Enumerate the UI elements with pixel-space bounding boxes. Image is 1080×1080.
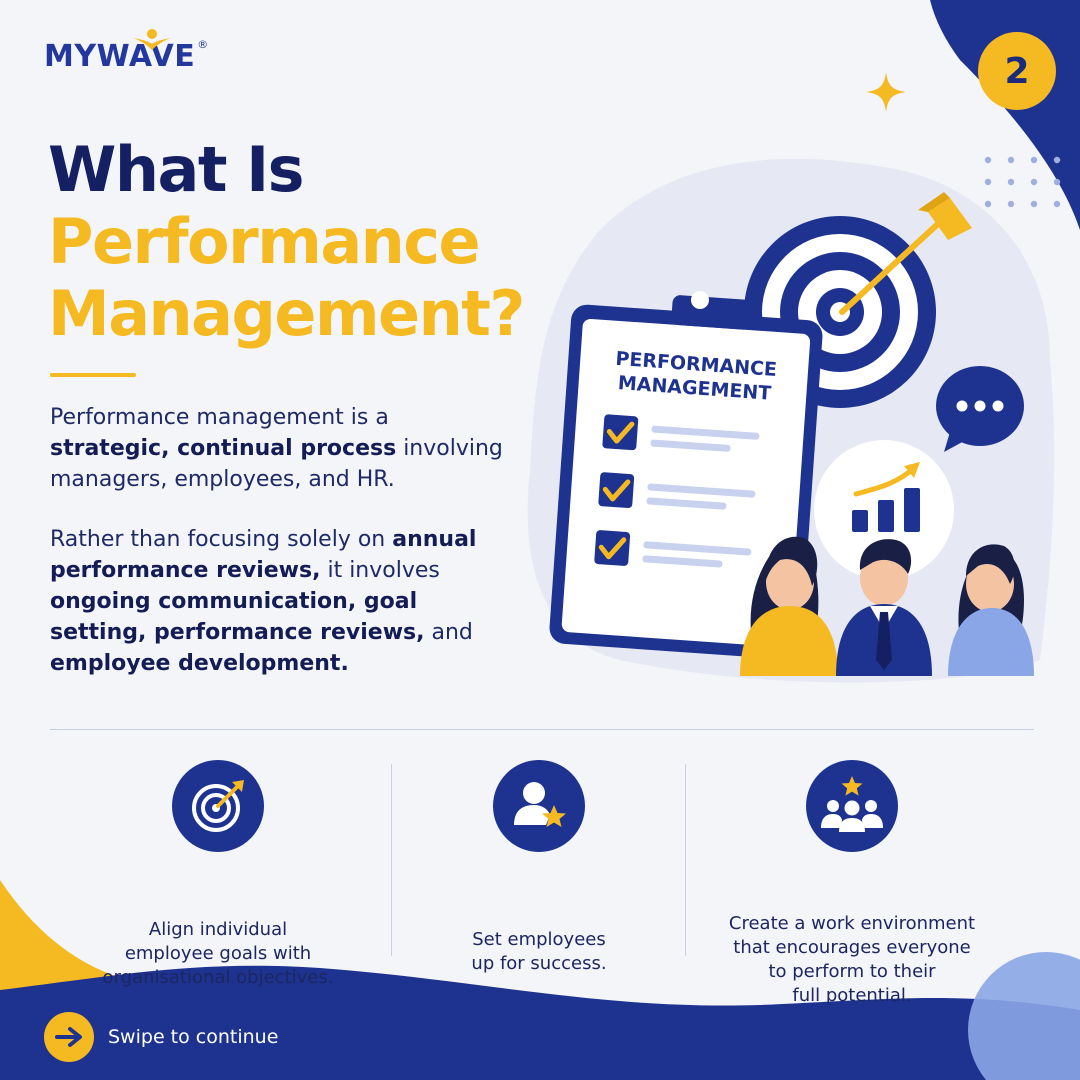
p2-text: Rather than focusing solely on xyxy=(50,527,393,552)
benefit-set-up-success: Set employees up for success. xyxy=(389,760,689,976)
growth-chart-icon xyxy=(814,440,954,580)
chat-bubble-icon xyxy=(936,366,1024,452)
swipe-cta[interactable]: Swipe to continue xyxy=(44,1012,278,1062)
p2-bold-3: employee development. xyxy=(50,651,349,676)
title-line-1: What Is xyxy=(48,133,305,206)
swipe-cta-label: Swipe to continue xyxy=(108,1026,279,1048)
clipboard-icon: PERFORMANCE MANAGEMENT xyxy=(549,291,823,660)
p1-text-end: involving managers, employees, and HR. xyxy=(50,436,503,492)
performance-illustration: PERFORMANCE MANAGEMENT xyxy=(549,192,1034,676)
column-divider-1 xyxy=(391,764,392,956)
user-star-icon xyxy=(514,782,566,827)
p2-bold-1: annual performance reviews, xyxy=(50,527,477,583)
team-star-icon xyxy=(821,776,883,832)
detail-paragraph: Rather than focusing solely on annual pe… xyxy=(50,524,510,679)
benefit-text: Set employees up for success. xyxy=(471,929,607,974)
p1-text: Performance management is a xyxy=(50,405,389,430)
flame-person-icon xyxy=(134,29,170,50)
team-people-icon xyxy=(740,536,1034,676)
p2-text-mid-1: it involves xyxy=(320,558,440,583)
registered-mark: ® xyxy=(197,38,209,51)
benefit-icon-circle xyxy=(806,760,898,852)
benefit-icon-circle xyxy=(172,760,264,852)
benefit-work-environment: Create a work environment that encourage… xyxy=(702,760,1002,1008)
arrow-right-icon[interactable] xyxy=(44,1012,94,1062)
benefit-align-goals: Align individual employee goals with org… xyxy=(68,760,368,990)
section-divider xyxy=(50,729,1034,730)
checklist xyxy=(594,414,760,568)
benefit-icon-circle xyxy=(493,760,585,852)
page-title: What Is Performance Management? xyxy=(48,134,548,350)
target-arrow-icon xyxy=(192,780,244,832)
brand-logo: MYWAVE® xyxy=(44,29,209,74)
title-underline xyxy=(50,373,136,377)
p1-bold: strategic, continual process xyxy=(50,436,397,461)
p2-text-mid-2: and xyxy=(424,620,473,645)
benefit-text: Create a work environment that encourage… xyxy=(728,913,976,1006)
intro-paragraph: Performance management is a strategic, c… xyxy=(50,402,510,495)
benefit-text: Align individual employee goals with org… xyxy=(102,919,334,988)
brand-name: MYWAVE xyxy=(44,39,196,74)
p2-bold-2: ongoing communication, goal setting, per… xyxy=(50,589,425,645)
column-divider-2 xyxy=(685,764,686,956)
title-line-3: Management? xyxy=(48,277,525,350)
sparkle-icon xyxy=(866,72,906,112)
title-line-2: Performance xyxy=(48,205,481,278)
page-number-badge: 2 xyxy=(978,32,1056,110)
